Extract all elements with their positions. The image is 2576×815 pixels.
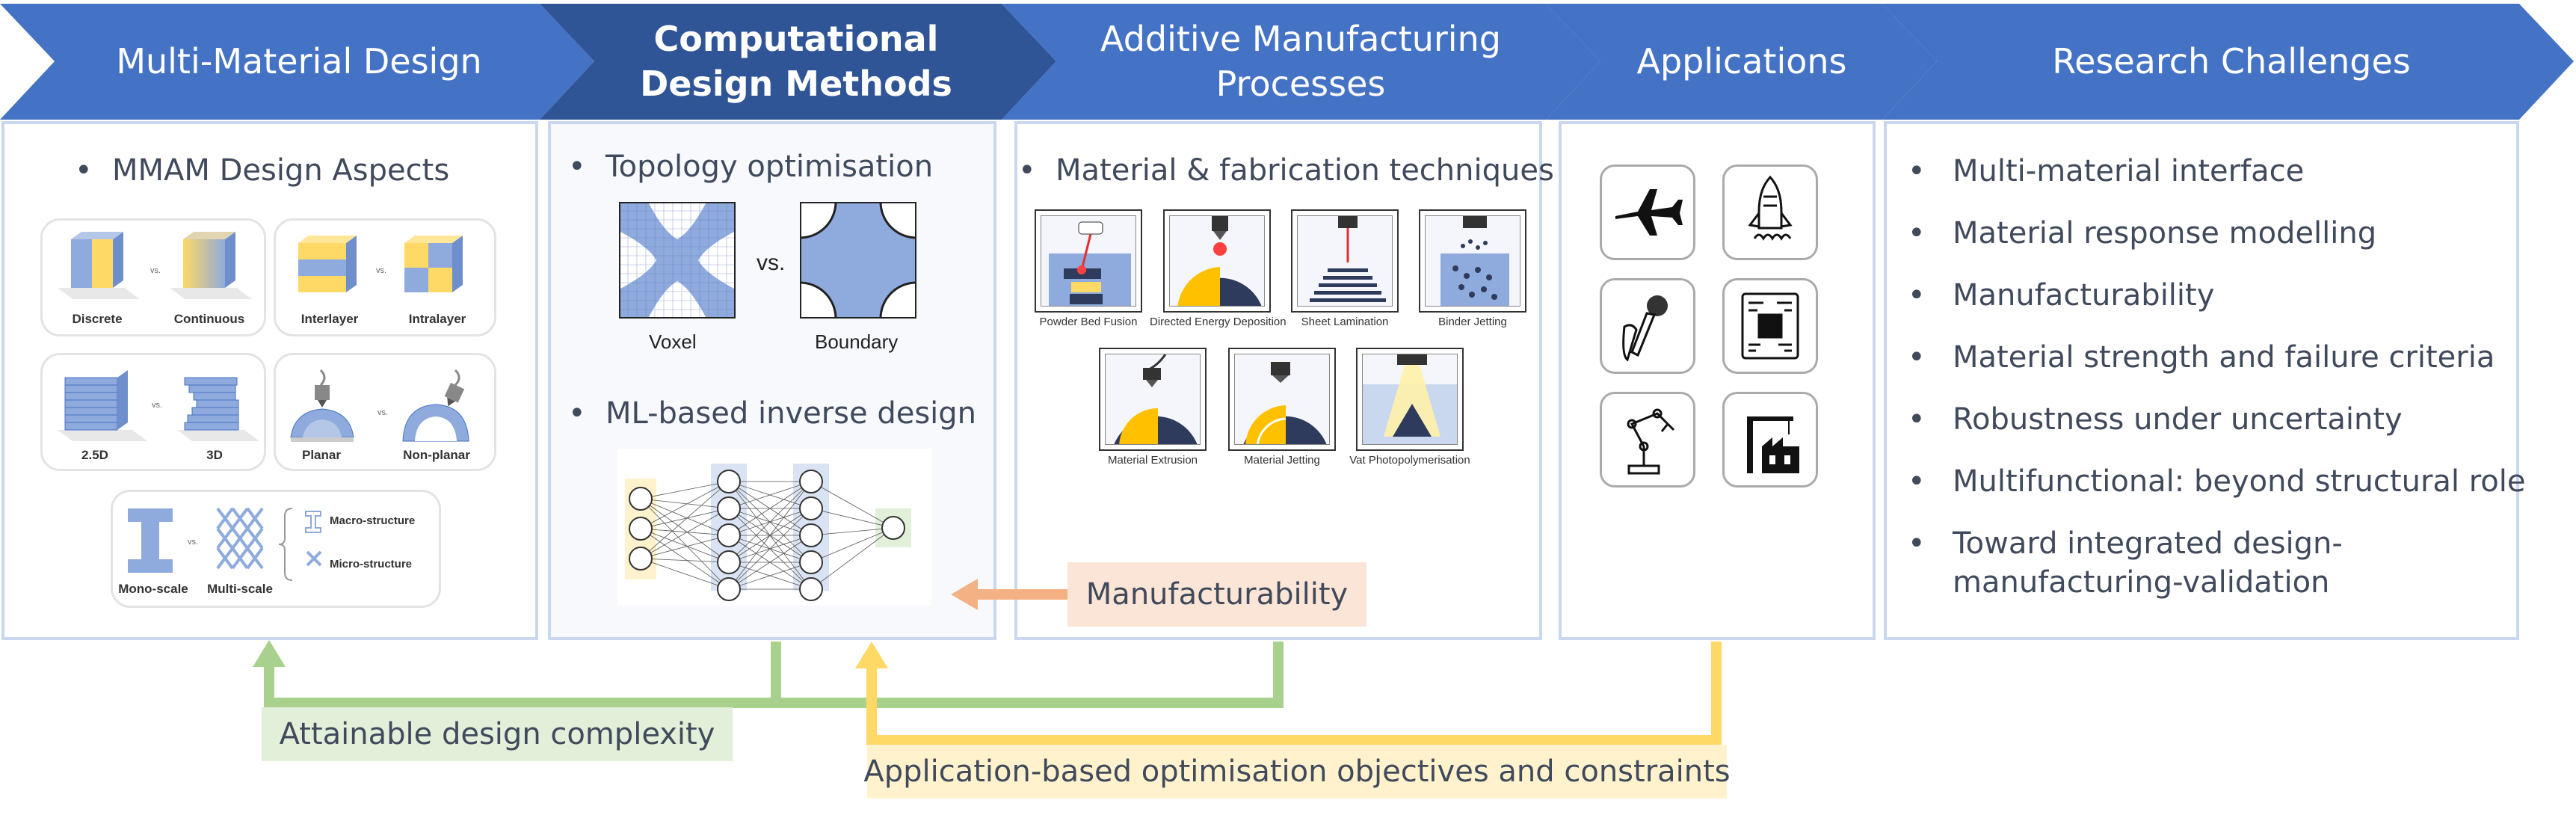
label-3d: 3D — [206, 448, 223, 462]
chevron-applications — [1546, 4, 1937, 120]
rc-item: •Robustness under uncertainty — [1908, 402, 2403, 437]
label-powder-bed-fusion: Powder Bed Fusion — [1039, 316, 1138, 328]
planar-nonplanar-nozzles: vs. — [290, 369, 469, 442]
bullet-topology-optimisation: •Topology optimisation — [568, 150, 934, 184]
card-interlayer-intralayer: vs. Interlayer Intralayer — [274, 218, 496, 336]
svg-text:vs.: vs. — [152, 401, 162, 410]
label-micro-structure: Micro-structure — [330, 558, 413, 570]
factory-icon — [1722, 392, 1818, 488]
boundary-topology-image — [800, 202, 916, 319]
svg-text:vs.: vs. — [150, 266, 161, 275]
rc-item: •Manufacturability — [1908, 278, 2215, 313]
airplane-icon — [1600, 164, 1695, 260]
label-attainable-design-complexity: Attainable design complexity — [262, 707, 733, 761]
bone-implant-icon — [1600, 278, 1695, 374]
neural-network-diagram — [617, 449, 931, 606]
label-discrete: Discrete — [72, 312, 123, 326]
rocket-icon — [1722, 164, 1818, 260]
label-vat-photopolymerisation: Vat Photopolymerisation — [1349, 454, 1470, 467]
header-applications: Applications — [1636, 40, 1847, 82]
label-material-jetting: Material Jetting — [1244, 454, 1320, 467]
label-sheet-lamination: Sheet Lamination — [1301, 316, 1389, 328]
circuit-board-icon — [1722, 278, 1818, 374]
interlayer-intralayer-cubes: vs. — [298, 236, 463, 292]
scale-illustration: vs. — [128, 507, 322, 581]
panel-research-challenges — [1884, 121, 2519, 640]
svg-text:vs.: vs. — [378, 408, 388, 417]
chevron-research — [1882, 4, 2574, 120]
vat-photopolymerisation-image — [1356, 348, 1464, 451]
label-mono-scale: Mono-scale — [118, 582, 188, 596]
layered-stacks: vs. — [58, 370, 259, 441]
material-extrusion-image — [1099, 348, 1207, 451]
header-multi-material-design: Multi-Material Design — [116, 40, 482, 82]
rc-item: •Multi-material interface — [1908, 154, 2305, 188]
rc-item-integrated: •Toward integrated design-manufacturing-… — [1908, 526, 2343, 600]
bullet-material-fabrication: •Material & fabrication techniques — [1018, 153, 1554, 188]
rc-item: •Material strength and failure criteria — [1908, 340, 2495, 375]
discrete-continuous-cubes: vs. — [58, 232, 252, 299]
card-discrete-continuous: vs. Discrete Continuous — [40, 218, 266, 336]
label-multi-scale: Multi-scale — [207, 582, 273, 596]
header-research-challenges: Research Challenges — [2052, 40, 2411, 82]
header-chevrons — [0, 4, 2574, 120]
label-interlayer: Interlayer — [301, 312, 359, 326]
label-binder-jetting: Binder Jetting — [1438, 316, 1507, 328]
ded-image — [1163, 209, 1271, 313]
label-voxel: Voxel — [649, 330, 697, 353]
label-non-planar: Non-planar — [403, 448, 470, 462]
chevron-multi-material — [0, 4, 594, 120]
sheet-lamination-image — [1291, 209, 1399, 313]
label-material-extrusion: Material Extrusion — [1107, 454, 1198, 467]
label-application-objectives: Application-based optimisation objective… — [863, 745, 1731, 799]
bullet-mmam-design-aspects: •MMAM Design Aspects — [75, 153, 450, 188]
bullet-ml-inverse-design: •ML-based inverse design — [568, 396, 977, 431]
label-macro-structure: Macro-structure — [330, 514, 416, 527]
chevron-additive — [1002, 4, 1600, 120]
rc-item: •Multifunctional: beyond structural role — [1908, 464, 2526, 499]
chevron-computational — [540, 4, 1056, 120]
svg-text:vs.: vs. — [188, 538, 198, 547]
label-boundary: Boundary — [815, 330, 899, 353]
label-planar: Planar — [302, 448, 341, 462]
material-jetting-image — [1228, 348, 1336, 451]
voxel-topology-image — [619, 202, 736, 319]
binder-jetting-image — [1419, 209, 1526, 313]
label-manufacturability-box: Manufacturability — [1067, 562, 1366, 627]
svg-text:vs.: vs. — [376, 266, 386, 275]
card-planar-nonplanar: vs. Planar Non-planar — [274, 353, 496, 471]
card-mono-multi-scale: vs. Macro-structure Micro-structure Mono… — [111, 490, 441, 608]
pbf-image — [1035, 209, 1142, 313]
card-25d-3d: vs. 2.5D 3D — [40, 353, 266, 471]
vs-label: vs. — [757, 250, 786, 275]
robot-arm-icon — [1600, 392, 1695, 488]
label-directed-energy-deposition: Directed Energy Deposition — [1150, 316, 1287, 328]
rc-item: •Material response modelling — [1908, 216, 2377, 250]
label-intralayer: Intralayer — [408, 312, 466, 326]
label-continuous: Continuous — [173, 312, 245, 326]
label-2-5d: 2.5D — [81, 448, 108, 462]
